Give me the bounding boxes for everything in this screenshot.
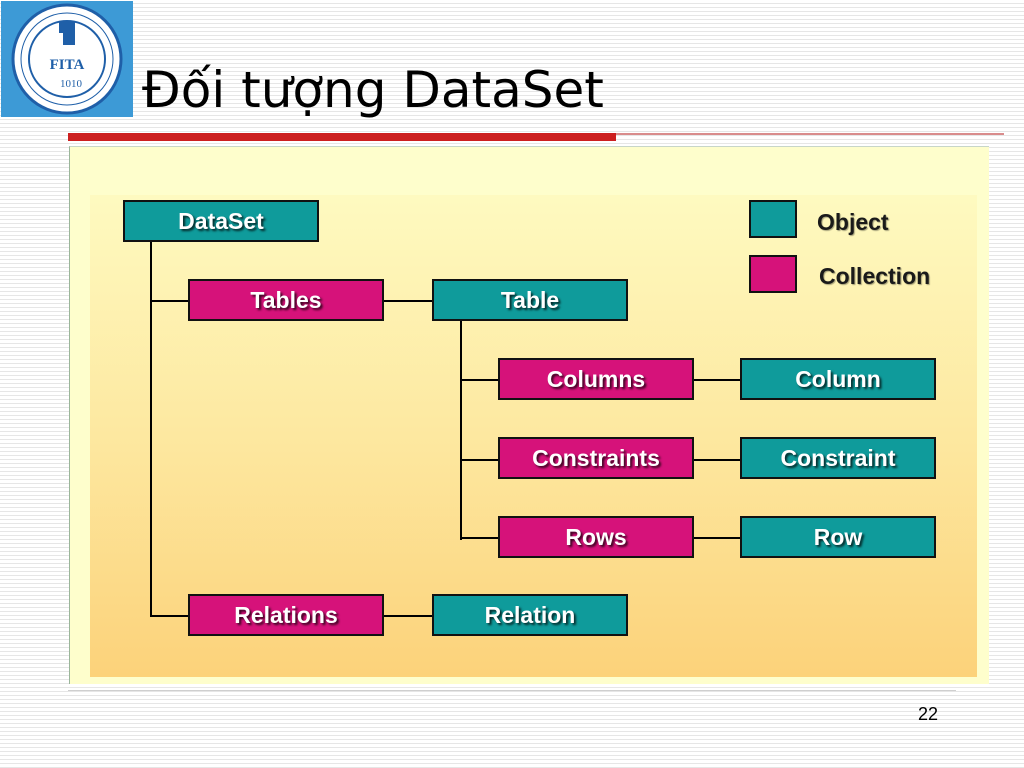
legend-collection-label: Collection bbox=[819, 263, 931, 289]
page-number: 22 bbox=[918, 704, 939, 724]
node-rows: Rows bbox=[498, 516, 694, 558]
connector-relations-relation bbox=[382, 615, 434, 617]
node-row: Row bbox=[740, 516, 936, 558]
connector-columns-column bbox=[692, 379, 742, 381]
node-constraints: Constraints bbox=[498, 437, 694, 479]
node-column: Column bbox=[740, 358, 936, 400]
connector-to-relations bbox=[150, 615, 190, 617]
connector-constraints-constraint bbox=[692, 459, 742, 461]
connector-table-trunk bbox=[460, 320, 462, 540]
legend-object-swatch bbox=[749, 200, 797, 238]
node-relations: Relations bbox=[188, 594, 384, 636]
svg-text:1010: 1010 bbox=[60, 78, 83, 90]
node-table: Table bbox=[432, 279, 628, 321]
dataset-diagram-panel: DataSet Tables Table Columns Column Cons… bbox=[69, 146, 989, 684]
connector-to-columns bbox=[460, 379, 500, 381]
connector-to-tables bbox=[150, 300, 190, 302]
node-constraint: Constraint bbox=[740, 437, 936, 479]
legend-collection-swatch bbox=[749, 255, 797, 293]
footer-divider bbox=[68, 690, 956, 691]
title-accent-bar bbox=[68, 133, 616, 141]
connector-rows-row bbox=[692, 537, 742, 539]
node-relation: Relation bbox=[432, 594, 628, 636]
connector-tables-table bbox=[382, 300, 434, 302]
slide-title: Đối tượng DataSet bbox=[142, 61, 604, 119]
connector-to-constraints bbox=[460, 459, 500, 461]
node-tables: Tables bbox=[188, 279, 384, 321]
node-dataset: DataSet bbox=[123, 200, 319, 242]
legend-object-label: Object bbox=[817, 209, 889, 235]
node-columns: Columns bbox=[498, 358, 694, 400]
logo-emblem: FITA 1010 bbox=[11, 3, 123, 115]
connector-to-rows bbox=[460, 537, 500, 539]
title-underline bbox=[616, 133, 1004, 135]
fita-logo: FITA 1010 bbox=[1, 1, 133, 117]
connector-dataset-trunk bbox=[150, 241, 152, 617]
svg-text:FITA: FITA bbox=[50, 57, 85, 73]
